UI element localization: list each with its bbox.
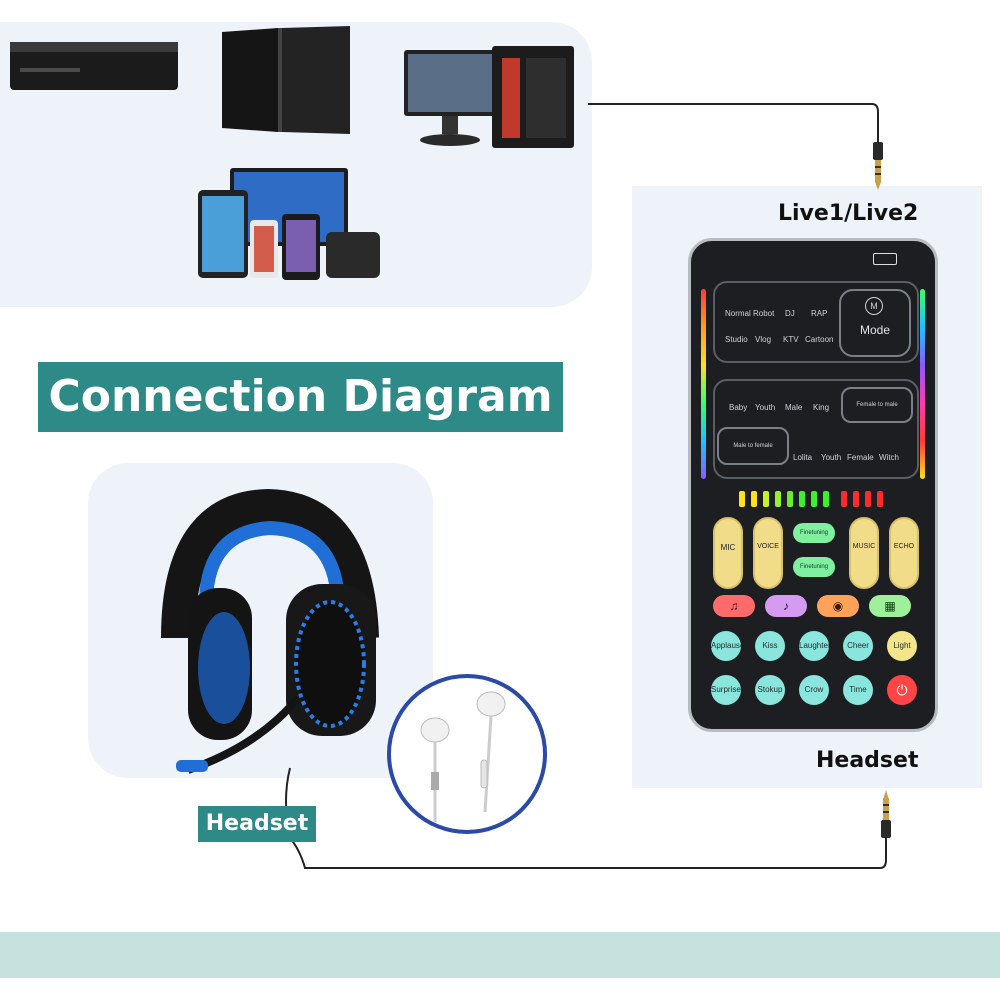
effects-group: [713, 281, 919, 363]
finetuning-button[interactable]: Finetuning: [793, 523, 835, 543]
gaming-headset-icon: [161, 488, 379, 774]
effect-vlog[interactable]: Vlog: [755, 335, 772, 344]
game-console-icon: [10, 42, 178, 90]
voice-youth-2[interactable]: Youth: [821, 453, 842, 462]
echo-slider[interactable]: ECHO: [889, 517, 919, 589]
power-icon[interactable]: ⏻: [887, 675, 917, 705]
effect-studio[interactable]: Studio: [725, 335, 748, 344]
music-note-button[interactable]: ♫: [713, 595, 755, 617]
bottom-band: [0, 932, 1000, 978]
effect-cartoon[interactable]: Cartoon: [805, 335, 834, 344]
rgb-light-strip: [920, 289, 925, 479]
effect-dj[interactable]: DJ: [785, 309, 795, 318]
effect-robot[interactable]: Robot: [753, 309, 775, 318]
mic-slider[interactable]: MIC: [713, 517, 743, 589]
audio-jack-icon: [873, 142, 883, 190]
effect-rap[interactable]: RAP: [811, 309, 828, 318]
surprised-button[interactable]: Surprised: [711, 675, 741, 705]
voice-male[interactable]: Male: [785, 403, 803, 412]
mobile-devices-icon: [198, 168, 380, 280]
effect-ktv[interactable]: KTV: [783, 335, 799, 344]
headset-tag: Headset: [198, 806, 316, 842]
stokup-button[interactable]: Stokup: [755, 675, 785, 705]
voice-witch[interactable]: Witch: [879, 453, 899, 462]
headset-port-label: Headset: [816, 748, 919, 773]
voice-lolita[interactable]: Lolita: [793, 453, 813, 462]
cheer-button[interactable]: Cheer: [843, 631, 873, 661]
audio-jack-icon: [881, 790, 891, 838]
live-port-label: Live1/Live2: [778, 201, 919, 226]
kiss-button[interactable]: Kiss: [755, 631, 785, 661]
voice-baby[interactable]: Baby: [729, 403, 748, 412]
voice-female[interactable]: Female: [847, 453, 874, 462]
desktop-computer-icon: [404, 46, 574, 148]
page-title: Connection Diagram: [48, 371, 553, 422]
voice-slider[interactable]: VOICE: [753, 517, 783, 589]
music-label: MUSIC: [852, 543, 876, 550]
mic-label: MIC: [720, 543, 736, 552]
female-to-male-button[interactable]: Female to male: [841, 387, 913, 423]
mic-mute-button[interactable]: ▦: [869, 595, 911, 617]
earphones-icon: [387, 674, 547, 834]
mode-label: Mode: [859, 323, 891, 337]
light-button[interactable]: Light: [887, 631, 917, 661]
battery-icon: [873, 253, 897, 265]
applause-button[interactable]: Applause: [711, 631, 741, 661]
time-button[interactable]: Time: [843, 675, 873, 705]
rgb-light-strip: [701, 289, 706, 479]
title-banner: [38, 362, 563, 432]
voice-button[interactable]: ♪: [765, 595, 807, 617]
voice-label: VOICE: [757, 543, 779, 550]
laughter-button[interactable]: Laughter: [799, 631, 829, 661]
level-meter: [739, 491, 883, 507]
voice-changer-group: [713, 379, 919, 479]
mode-icon: M: [865, 297, 883, 315]
crow-button[interactable]: Crow: [799, 675, 829, 705]
voice-king[interactable]: King: [813, 403, 830, 412]
headphone-button[interactable]: ◉: [817, 595, 859, 617]
mode-button[interactable]: M Mode: [839, 289, 911, 357]
voice-youth[interactable]: Youth: [755, 403, 776, 412]
finetuning-button[interactable]: Finetuning: [793, 557, 835, 577]
echo-label: ECHO: [893, 543, 915, 550]
male-to-female-button[interactable]: Male to female: [717, 427, 789, 465]
sound-card-device: Normal Robot DJ RAP Studio Vlog KTV Cart…: [688, 238, 938, 732]
effect-normal[interactable]: Normal: [725, 309, 751, 318]
game-console-icon: [222, 26, 350, 134]
music-slider[interactable]: MUSIC: [849, 517, 879, 589]
